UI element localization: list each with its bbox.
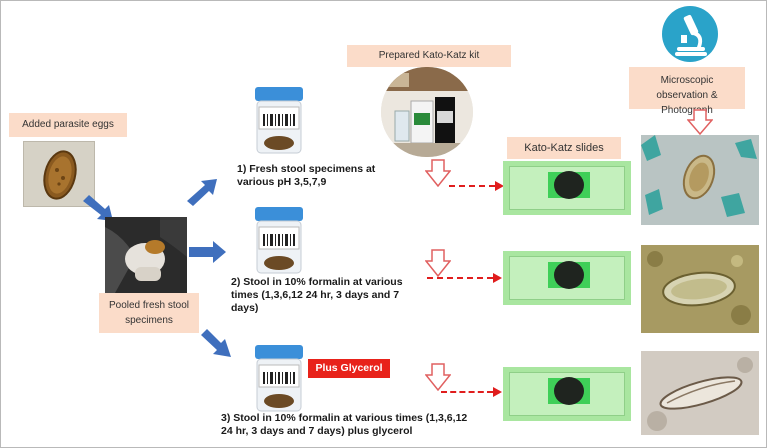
kit-label: Prepared Kato-Katz kit	[347, 45, 511, 67]
dashed-arrowhead-3	[493, 387, 502, 397]
kato-katz-slide-2	[503, 251, 631, 305]
micrograph-3	[641, 351, 759, 435]
arrow-pool-to-step1	[187, 179, 217, 206]
stool-jar-3	[255, 345, 303, 412]
down-arrow-1	[425, 159, 451, 187]
egg-image	[23, 141, 95, 207]
pooled-specimens-label: Pooled fresh stool specimens	[99, 293, 199, 333]
step-3-text: 3) Stool in 10% formalin at various time…	[221, 412, 468, 437]
down-arrow-micro	[687, 109, 713, 135]
arrow-pool-to-step3	[201, 329, 231, 357]
arrow-egg-to-pool	[83, 195, 113, 221]
pooling-photo	[105, 217, 187, 293]
glycerol-badge: Plus Glycerol	[308, 359, 390, 378]
dashed-arrow-1	[449, 185, 495, 187]
dashed-arrowhead-1	[495, 181, 504, 191]
kato-katz-kit-photo	[381, 67, 473, 157]
down-arrow-3	[425, 363, 451, 391]
microscope-icon	[662, 6, 718, 62]
kato-katz-slide-3	[503, 367, 631, 421]
micrograph-1	[641, 135, 759, 225]
microscopy-label: Microscopic observation & Photograph	[629, 67, 745, 116]
stool-jar-1	[255, 87, 303, 154]
down-arrow-2	[425, 249, 451, 277]
arrow-pool-to-step2	[189, 241, 226, 263]
dashed-arrow-3	[441, 391, 493, 393]
added-eggs-label: Added parasite eggs	[9, 113, 127, 137]
micrograph-2	[641, 245, 759, 333]
slides-label: Kato-Katz slides	[507, 137, 621, 159]
step-1-text: 1) Fresh stool specimens at various pH 3…	[237, 163, 376, 188]
kato-katz-slide-1	[503, 161, 631, 215]
dashed-arrow-2	[427, 277, 493, 279]
stool-jar-2	[255, 207, 303, 274]
step-2-text: 2) Stool in 10% formalin at various time…	[231, 276, 403, 314]
dashed-arrowhead-2	[493, 273, 502, 283]
